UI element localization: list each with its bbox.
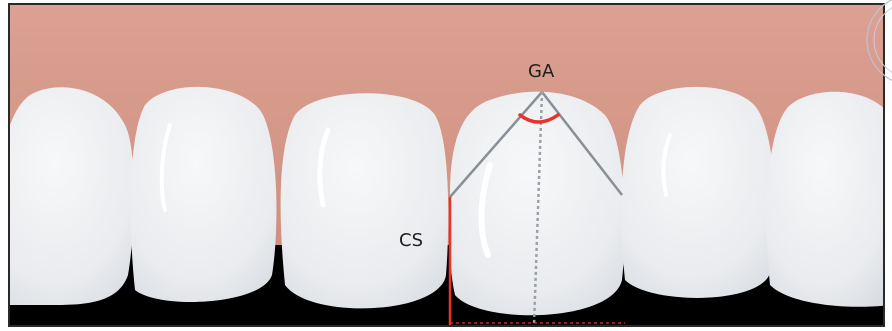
tooth-far-left <box>10 87 134 305</box>
watermark-seal <box>852 0 892 110</box>
tooth-left-lateral <box>131 87 277 302</box>
tooth-right-lateral <box>621 87 775 298</box>
tooth-right-central <box>450 92 625 316</box>
tooth-far-right <box>767 92 883 307</box>
dental-diagram: GA CS <box>8 3 885 327</box>
label-side: CS <box>399 230 423 251</box>
diagram-canvas: GA CS <box>10 5 883 325</box>
label-apex: GA <box>528 61 555 82</box>
tooth-left-central <box>281 93 449 308</box>
